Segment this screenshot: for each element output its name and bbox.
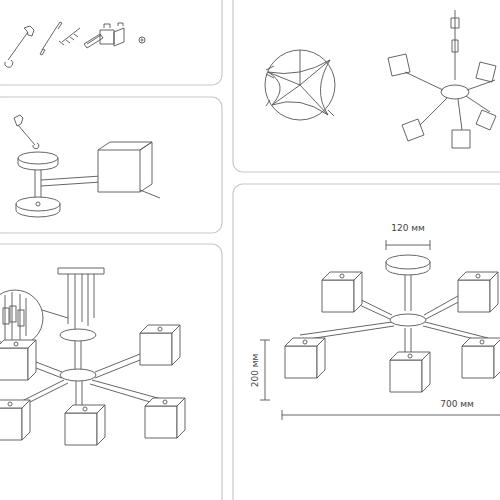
dimension-label: 700 мм (438, 399, 476, 410)
dimension-label: 200 мм (251, 351, 262, 389)
dimension-label: 120 мм (389, 223, 427, 234)
